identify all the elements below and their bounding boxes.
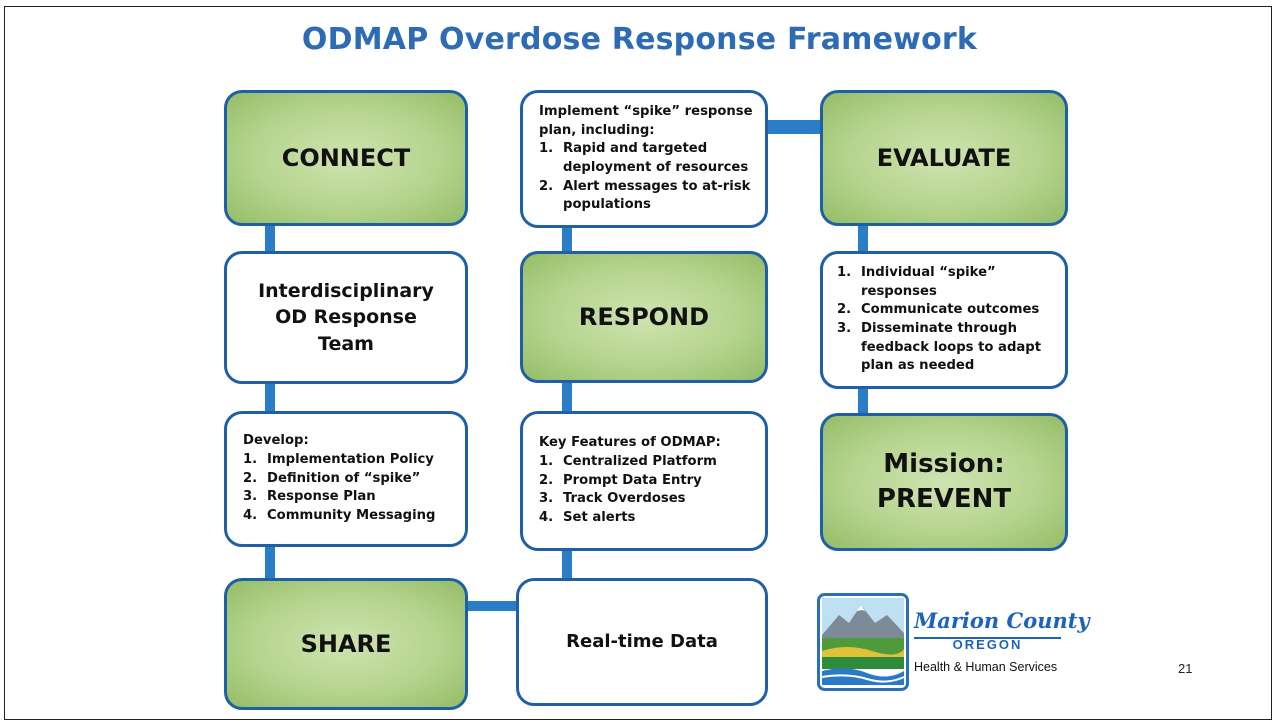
develop-item: 3. Response Plan xyxy=(243,488,455,507)
connector-connect-team xyxy=(265,223,275,253)
implement-item: 2. Alert messages to at-risk populations xyxy=(539,178,755,215)
develop-list: 1. Implementation Policy 2. Definition of … xyxy=(243,451,455,526)
realtime-label: Real-time Data xyxy=(566,631,718,653)
share-box: SHARE xyxy=(224,578,468,710)
features-item: 1. Centralized Platform xyxy=(539,453,755,472)
features-box: Key Features of ODMAP: 1. Centralized Pla… xyxy=(520,411,768,551)
outcomes-item-num: 1. xyxy=(837,264,852,280)
implement-item-text: Alert messages to at-risk populations xyxy=(563,178,751,213)
share-label: SHARE xyxy=(300,629,392,658)
features-item-num: 1. xyxy=(539,453,554,469)
connector-develop-share xyxy=(265,544,275,580)
landscape-logo-icon xyxy=(817,593,909,691)
implement-item-num: 1. xyxy=(539,141,554,157)
features-list: 1. Centralized Platform 2. Prompt Data Ent… xyxy=(539,453,755,528)
features-item-text: Prompt Data Entry xyxy=(563,472,702,488)
slide-frame xyxy=(4,6,1272,720)
implement-list: 1. Rapid and targeted deployment of resou… xyxy=(539,140,755,215)
features-item-num: 4. xyxy=(539,510,554,526)
features-item: 2. Prompt Data Entry xyxy=(539,472,755,491)
evaluate-label: EVALUATE xyxy=(876,143,1012,172)
features-heading: Key Features of ODMAP: xyxy=(539,435,721,451)
outcomes-item-num: 3. xyxy=(837,321,852,336)
connector-team-develop xyxy=(265,381,275,413)
mission-line1: Mission: xyxy=(883,448,1005,479)
features-item-text: Set alerts xyxy=(563,510,636,526)
features-item-text: Centralized Platform xyxy=(563,453,717,469)
develop-item: 2. Definition of “spike” xyxy=(243,470,455,489)
outcomes-list: 1. Individual “spike” responses 2. Communi… xyxy=(837,264,1055,376)
evaluate-box: EVALUATE xyxy=(820,90,1068,226)
implement-heading: Implement “spike” response plan, includi… xyxy=(539,103,753,138)
logo-subtitle: Health & Human Services xyxy=(914,660,1058,674)
outcomes-item: 3. Disseminate through feedback loops to … xyxy=(837,320,1055,376)
connector-evaluate-outcomes xyxy=(858,224,868,254)
connector-respond-implement xyxy=(562,226,572,253)
outcomes-item-num: 2. xyxy=(837,302,852,318)
mission-line2: PREVENT xyxy=(876,484,1012,514)
implement-item: 1. Rapid and targeted deployment of resou… xyxy=(539,140,755,177)
connector-outcomes-mission xyxy=(858,387,868,415)
develop-item-num: 3. xyxy=(243,489,258,505)
respond-label: RESPOND xyxy=(578,302,710,331)
develop-heading: Develop: xyxy=(243,433,309,449)
features-item-text: Track Overdoses xyxy=(563,491,686,507)
connector-features-respond xyxy=(562,380,572,413)
marion-county-logo: Marion County OREGON Health & Human Serv… xyxy=(817,593,1090,693)
mission-box: Mission: PREVENT xyxy=(820,413,1068,551)
page-number: 21 xyxy=(1178,661,1193,676)
connector-implement-evaluate xyxy=(765,120,823,134)
features-item: 4. Set alerts xyxy=(539,509,755,528)
develop-item-num: 4. xyxy=(243,508,258,524)
connect-label: CONNECT xyxy=(281,143,411,172)
develop-item-text: Response Plan xyxy=(267,489,376,505)
develop-item-num: 2. xyxy=(243,470,258,486)
develop-item-text: Implementation Policy xyxy=(267,451,434,467)
respond-box: RESPOND xyxy=(520,251,768,383)
connector-share-realtime xyxy=(465,601,518,611)
outcomes-item: 2. Communicate outcomes xyxy=(837,301,1055,320)
outcomes-box: 1. Individual “spike” responses 2. Communi… xyxy=(820,251,1068,389)
team-label: Interdisciplinary OD Response Team xyxy=(258,279,434,355)
develop-item-num: 1. xyxy=(243,451,258,467)
features-item-num: 2. xyxy=(539,472,554,488)
develop-item-text: Definition of “spike” xyxy=(267,470,421,486)
connector-realtime-features xyxy=(562,548,572,580)
logo-state: OREGON xyxy=(952,637,1023,652)
logo-underline xyxy=(914,637,1061,639)
team-box: Interdisciplinary OD Response Team xyxy=(224,251,468,384)
outcomes-item-text: Disseminate through feedback loops to ad… xyxy=(861,321,1042,374)
implement-box: Implement “spike” response plan, includi… xyxy=(520,90,768,228)
connect-box: CONNECT xyxy=(224,90,468,226)
slide-title: ODMAP Overdose Response Framework xyxy=(301,22,978,57)
features-item: 3. Track Overdoses xyxy=(539,490,755,509)
outcomes-item: 1. Individual “spike” responses xyxy=(837,264,1055,301)
develop-item: 1. Implementation Policy xyxy=(243,451,455,470)
outcomes-item-text: Communicate outcomes xyxy=(861,302,1040,318)
logo-county-name: Marion County xyxy=(914,608,1090,633)
develop-item: 4. Community Messaging xyxy=(243,507,455,526)
develop-box: Develop: 1. Implementation Policy 2. Defin… xyxy=(224,411,468,547)
realtime-box: Real-time Data xyxy=(516,578,768,706)
outcomes-item-text: Individual “spike” responses xyxy=(861,264,996,299)
implement-item-text: Rapid and targeted deployment of resourc… xyxy=(563,141,749,175)
features-item-num: 3. xyxy=(539,491,554,507)
implement-item-num: 2. xyxy=(539,178,554,194)
develop-item-text: Community Messaging xyxy=(267,508,436,524)
